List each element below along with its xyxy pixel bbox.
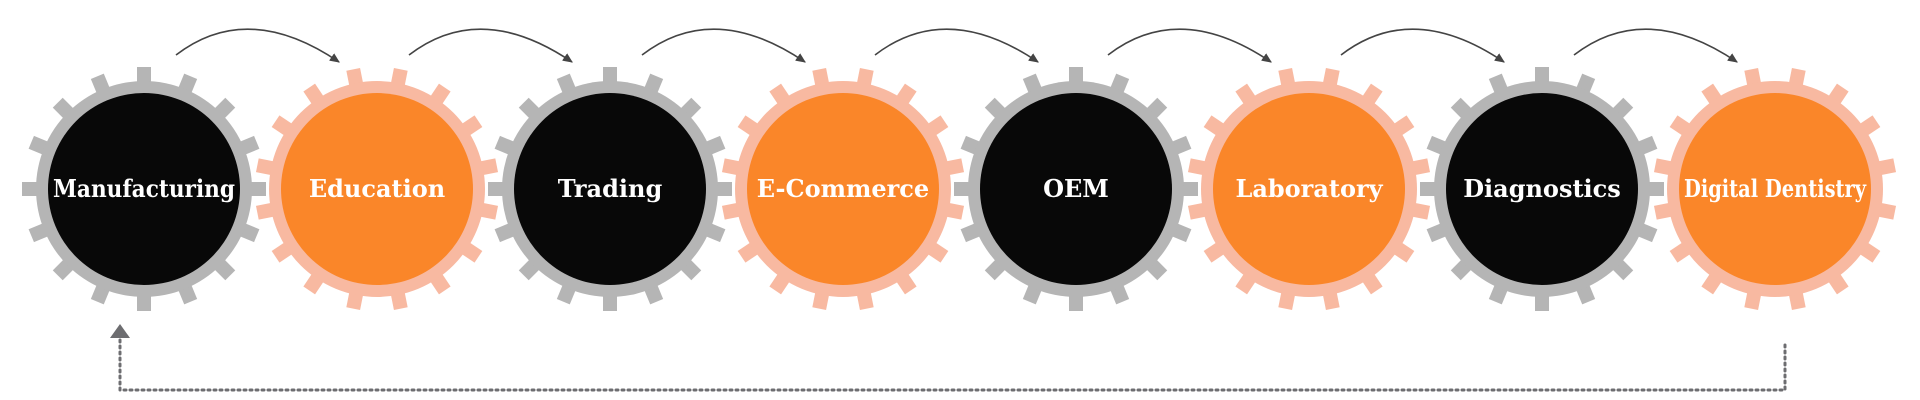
gear-manufacturing: Manufacturing bbox=[22, 67, 266, 311]
feedback-arrow bbox=[118, 330, 1787, 392]
gear-e-commerce: E-Commerce bbox=[721, 67, 965, 311]
arrow-laboratory-to-diagnostics bbox=[1340, 28, 1505, 63]
gear-education: Education bbox=[255, 67, 499, 311]
gear-label-digital-dentistry: Digital Dentistry bbox=[1684, 174, 1867, 203]
arrow-manufacturing-to-education bbox=[175, 28, 340, 63]
arrow-oem-to-laboratory bbox=[1107, 28, 1272, 63]
gear-diagnostics: Diagnostics bbox=[1420, 67, 1664, 311]
feedback-loop bbox=[110, 324, 1787, 392]
gear-label-laboratory: Laboratory bbox=[1235, 174, 1383, 203]
gear-label-oem: OEM bbox=[1043, 174, 1109, 203]
gear-center bbox=[48, 93, 240, 285]
arrow-education-to-trading bbox=[408, 28, 573, 63]
gear-digital-dentistry: Digital Dentistry bbox=[1653, 67, 1897, 311]
arrow-e-commerce-to-oem bbox=[874, 28, 1039, 63]
arrow-trading-to-e-commerce bbox=[641, 28, 806, 63]
gear-center bbox=[281, 93, 473, 285]
gear-center bbox=[980, 93, 1172, 285]
arrow-diagnostics-to-digital-dentistry bbox=[1573, 28, 1738, 63]
gear-row: Manufacturing Education Trading E-Commerce O… bbox=[22, 67, 1897, 311]
gear-center bbox=[1679, 93, 1871, 285]
gear-label-trading: Trading bbox=[558, 174, 663, 203]
gear-center bbox=[1213, 93, 1405, 285]
gear-label-e-commerce: E-Commerce bbox=[757, 174, 929, 203]
gear-label-education: Education bbox=[309, 174, 445, 203]
gear-trading: Trading bbox=[488, 67, 732, 311]
feedback-arrowhead bbox=[110, 324, 130, 338]
gear-center bbox=[514, 93, 706, 285]
gear-label-diagnostics: Diagnostics bbox=[1463, 174, 1621, 203]
gear-label-manufacturing: Manufacturing bbox=[53, 174, 235, 203]
gear-laboratory: Laboratory bbox=[1187, 67, 1431, 311]
gear-oem: OEM bbox=[954, 67, 1198, 311]
gear-center bbox=[1446, 93, 1638, 285]
sequence-arrows bbox=[175, 28, 1738, 63]
gear-center bbox=[747, 93, 939, 285]
